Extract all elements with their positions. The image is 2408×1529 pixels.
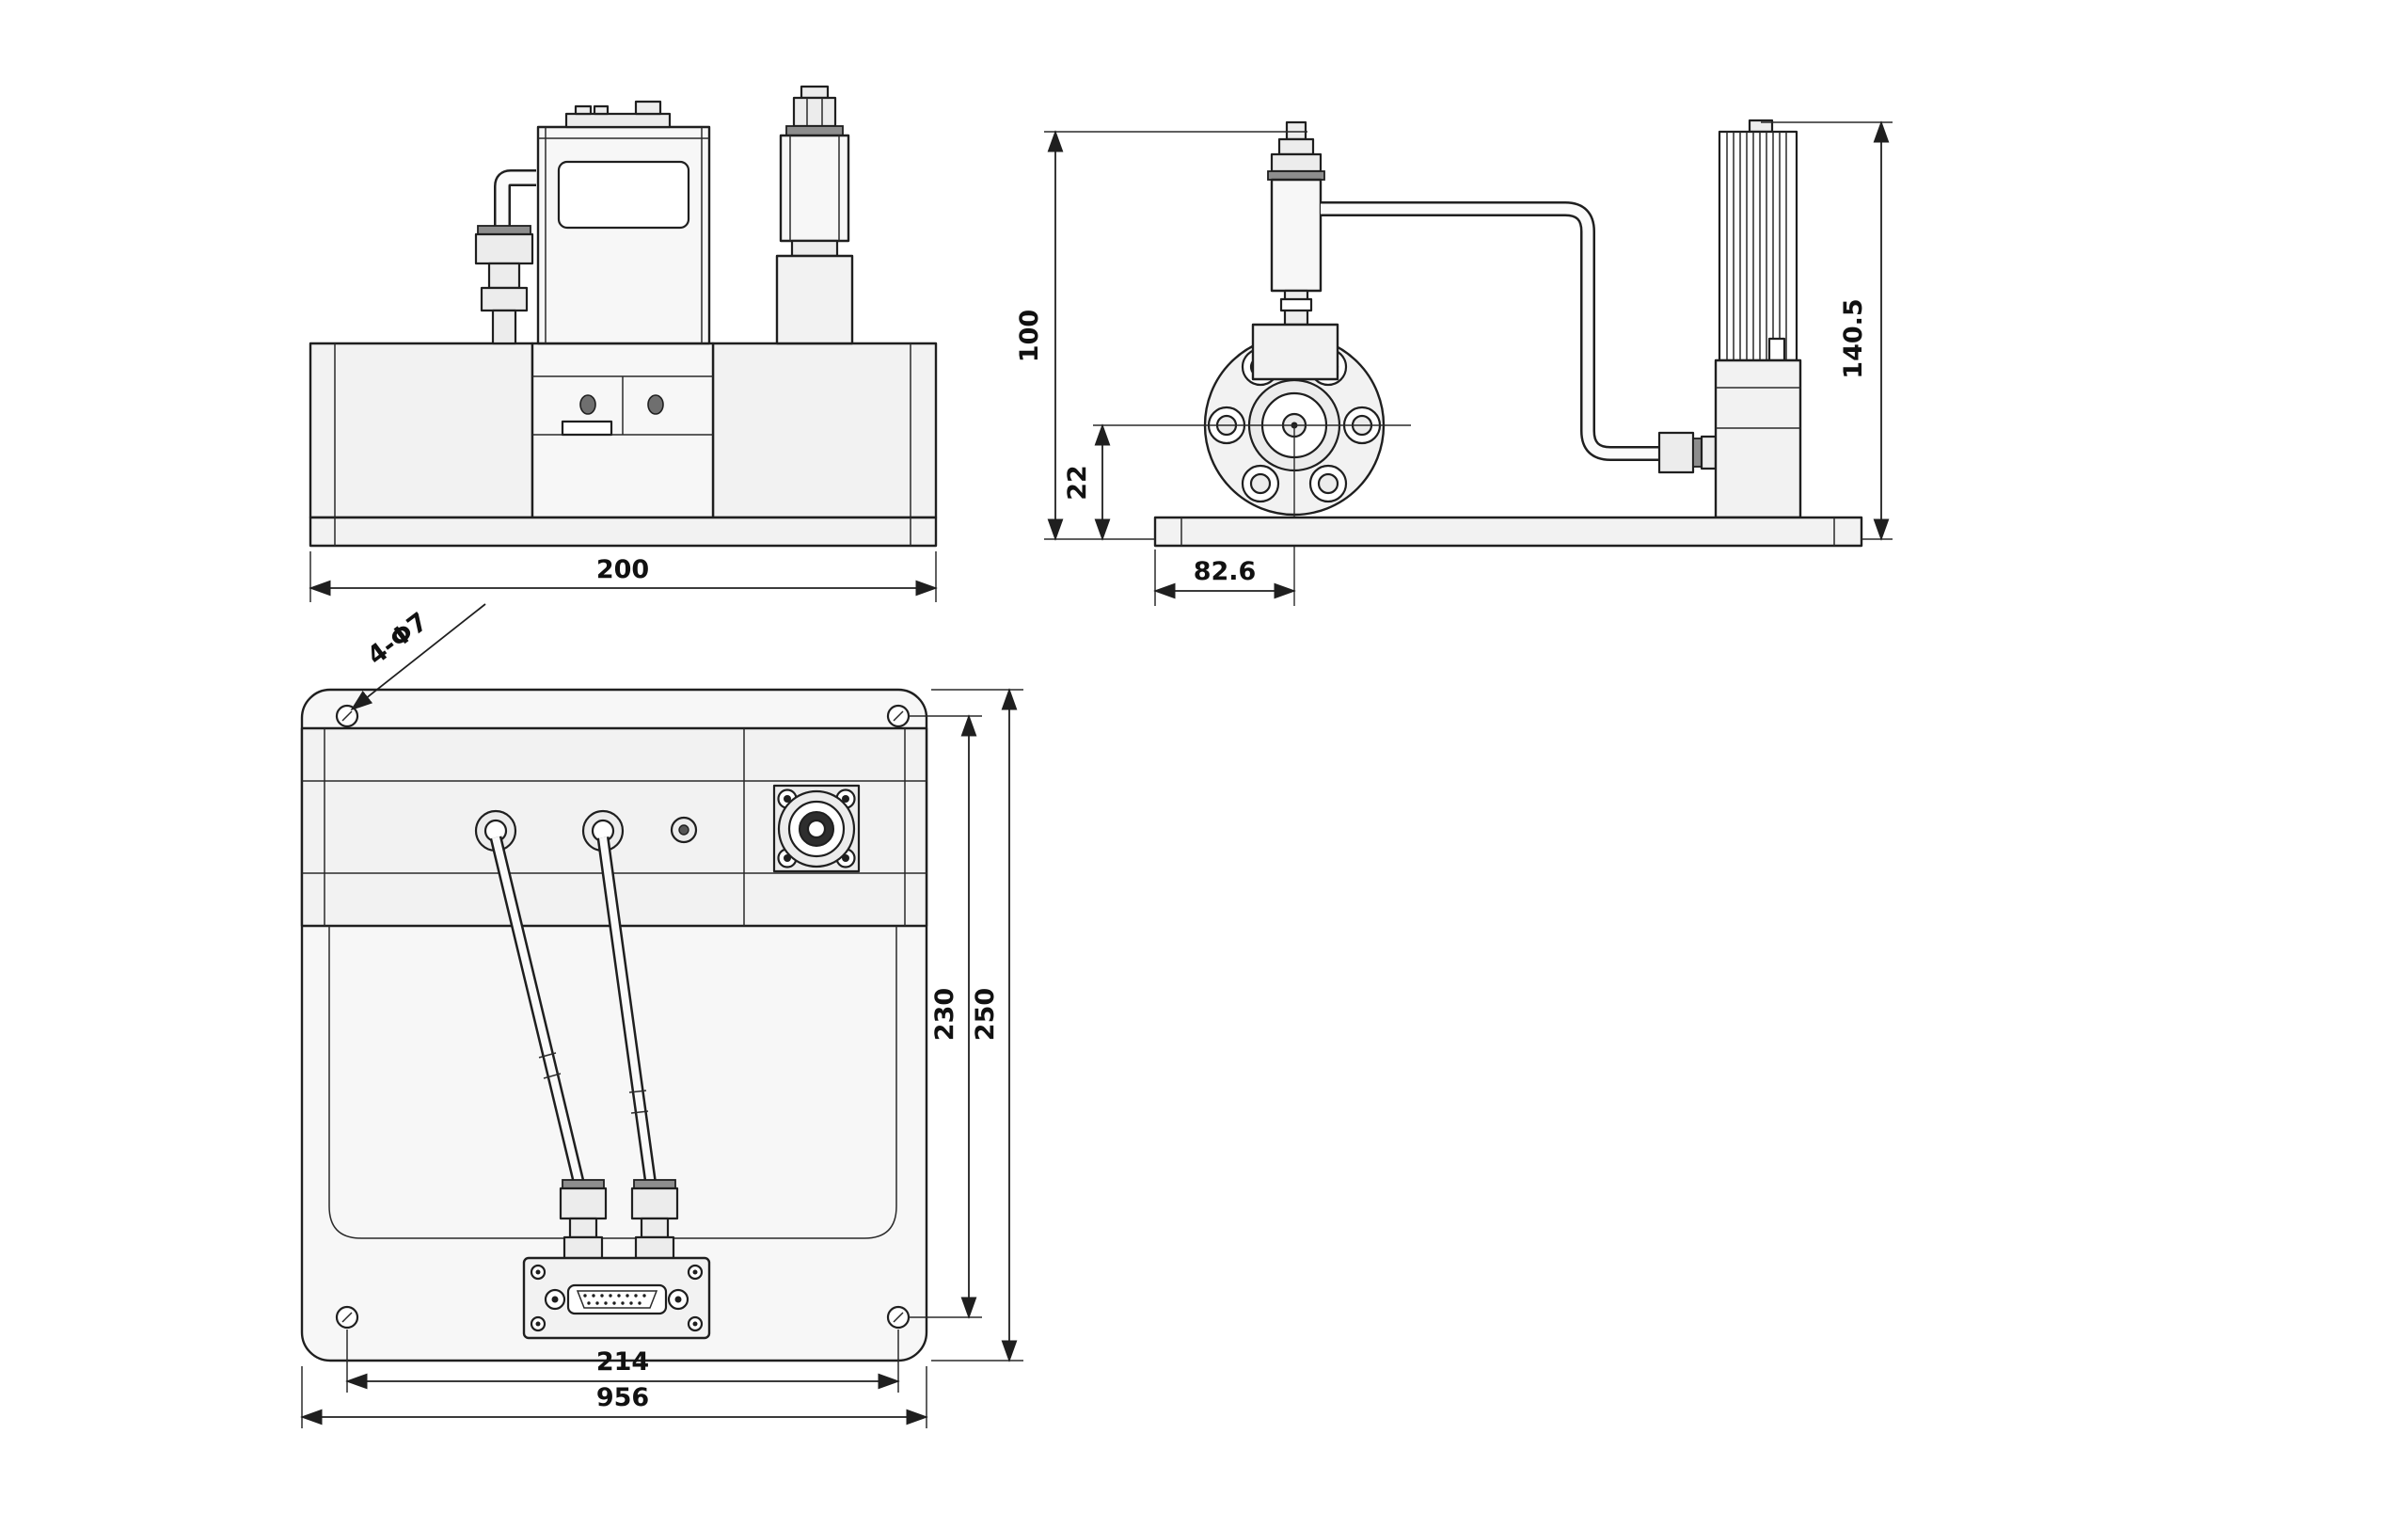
dim-front-width: 200 [309, 551, 938, 602]
dim-label-214: 214 [596, 1347, 649, 1377]
bottom-fitting-1 [559, 1179, 608, 1261]
dim-label-140-5: 140.5 [1839, 298, 1868, 378]
side-heatsink [1714, 119, 1802, 519]
dim-bottom-plate-depth: 250 [931, 688, 1023, 1362]
dim-bottom-hole-spacing-x: 214 [345, 1330, 900, 1393]
dim-bottom-hole-spacing-y: 230 [909, 714, 982, 1319]
front-fitting-hex-upper [474, 232, 534, 265]
front-left-box [309, 342, 534, 519]
side-valve-column [1251, 120, 1339, 381]
front-console-tab [561, 420, 613, 437]
side-view: 100 22 140.5 82.6 [1015, 119, 1893, 606]
front-base-plate [309, 516, 938, 548]
dim-label-200: 200 [596, 555, 649, 584]
callout-label-4x7: 4-Φ7 [362, 607, 434, 671]
dsub-connector [566, 1283, 668, 1315]
dim-label-100: 100 [1015, 310, 1044, 362]
side-base-plate [1153, 516, 1863, 548]
dim-label-82-6: 82.6 [1194, 557, 1257, 586]
display-window [557, 160, 690, 230]
front-valve [775, 85, 854, 345]
dim-side-height-right: 140.5 [1761, 120, 1893, 541]
front-fitting-hex-lower [480, 286, 529, 312]
front-fitting-ferrule [477, 225, 531, 235]
front-screw-right [647, 394, 664, 415]
front-right-box [711, 342, 938, 519]
dim-bottom-plate-width: 956 [300, 1366, 928, 1428]
front-screw-left [579, 394, 596, 415]
bottom-view: 4-Φ7 230 250 214 956 [300, 603, 1023, 1428]
dim-side-port-height: 22 [1063, 423, 1111, 541]
bottom-flange-connector [772, 784, 861, 873]
bottom-tube-1 [489, 836, 586, 1187]
tower-top-connector [564, 112, 672, 129]
dim-side-port-offset: 82.6 [1153, 549, 1296, 606]
bottom-recess-outline [328, 926, 897, 1239]
dim-label-22: 22 [1063, 465, 1092, 501]
bottom-tube-2 [596, 836, 657, 1187]
bottom-corner-holes [335, 704, 911, 1330]
dim-side-height-left: 100 [1015, 130, 1307, 541]
bottom-fitting-2 [630, 1179, 679, 1261]
display-tower [536, 125, 711, 345]
dsub-connector-plate [522, 1256, 711, 1340]
dim-label-956: 956 [596, 1383, 649, 1412]
side-elbow-fitting [1657, 431, 1695, 474]
front-view: 200 [309, 85, 938, 602]
dim-label-250: 250 [971, 988, 1000, 1041]
dim-label-230: 230 [930, 988, 959, 1041]
